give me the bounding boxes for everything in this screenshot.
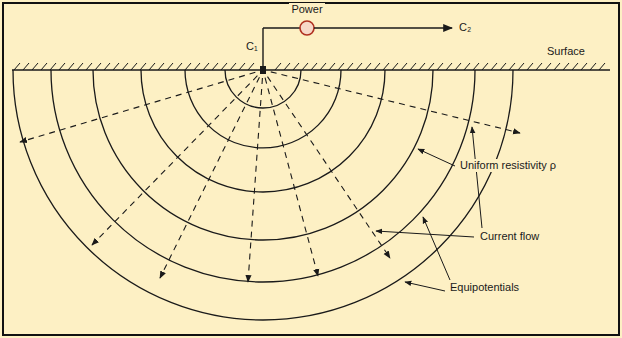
current-label: Current flow [478,230,541,243]
power-wire [263,27,300,28]
hatch-tick [572,63,578,70]
hatch-tick [203,63,209,70]
hatch-tick [284,63,290,70]
hatch-tick [464,63,470,70]
hatch-tick [293,63,299,70]
hatch-tick [563,63,569,70]
hatch-tick [383,63,389,70]
hatch-tick [194,63,200,70]
hatch-tick [95,63,101,70]
hatch-tick [410,63,416,70]
hatch-tick [23,63,29,70]
hatch-tick [581,63,587,70]
hatch-tick [14,63,20,70]
equipotential-label: Equipotentials [448,281,521,294]
hatch-tick [401,63,407,70]
hatch-tick [446,63,452,70]
equipotential-arc [141,70,385,192]
equipotential-arc [225,70,301,108]
hatch-tick [221,63,227,70]
hatch-tick [248,63,254,70]
hatch-tick [536,63,542,70]
current-flow-lines [20,72,520,282]
hatch-tick [41,63,47,70]
electrode-wire [262,28,263,72]
equipotential-arc [185,70,341,148]
hatch-tick [428,63,434,70]
hatch-tick [338,63,344,70]
hatch-tick [59,63,65,70]
medium-label: Uniform resistivity ρ [458,159,558,172]
hatch-tick [113,63,119,70]
hatch-tick [455,63,461,70]
hatch-tick [419,63,425,70]
hatch-tick [599,63,605,70]
hatch-tick [86,63,92,70]
current-flow-line [20,72,255,142]
hatch-tick [545,63,551,70]
hatch-tick [212,63,218,70]
leader-lines [376,127,482,291]
equipotential-arcs [13,70,513,320]
hatch-tick [167,63,173,70]
wire-to-c2 [314,27,452,28]
electrode [260,66,266,74]
hatch-tick [131,63,137,70]
hatch-tick [482,63,488,70]
hatch-tick [239,63,245,70]
hatch-tick [68,63,74,70]
hatch-tick [158,63,164,70]
hatch-tick [311,63,317,70]
hatch-tick [365,63,371,70]
frame [3,3,619,335]
equipotential-arc [13,70,513,320]
hatch-tick [518,63,524,70]
ground-hatching [14,63,605,70]
current-flow-line [248,78,262,282]
hatch-tick [104,63,110,70]
hatch-tick [392,63,398,70]
equipotential-arc [51,70,475,282]
hatch-tick [509,63,515,70]
hatch-tick [275,63,281,70]
hatch-tick [347,63,353,70]
hatch-tick [527,63,533,70]
hatch-tick [320,63,326,70]
current-flow-line [265,78,318,276]
hatch-tick [554,63,560,70]
hatch-tick [122,63,128,70]
hatch-tick [590,63,596,70]
current-flow-line [160,77,259,278]
hatch-tick [185,63,191,70]
ground-surface [12,69,610,71]
hatch-tick [356,63,362,70]
hatch-tick [302,63,308,70]
hatch-tick [491,63,497,70]
surface-label: Surface [545,45,587,58]
hatch-tick [437,63,443,70]
hatch-tick [473,63,479,70]
hatch-tick [329,63,335,70]
hatch-tick [32,63,38,70]
hatch-tick [50,63,56,70]
power-label: Power [289,3,324,16]
hatch-tick [230,63,236,70]
power-source [300,21,314,35]
hatch-tick [149,63,155,70]
electrode-label: C₂ [457,21,473,34]
current-flow-line [271,72,520,133]
hatch-tick [77,63,83,70]
hatch-tick [140,63,146,70]
current-flow-line [92,76,257,245]
hatch-tick [500,63,506,70]
equipotential-arc [93,70,433,240]
electrode-label: C₁ [244,40,260,53]
hatch-tick [374,63,380,70]
current-flow-line [267,77,390,258]
hatch-tick [176,63,182,70]
